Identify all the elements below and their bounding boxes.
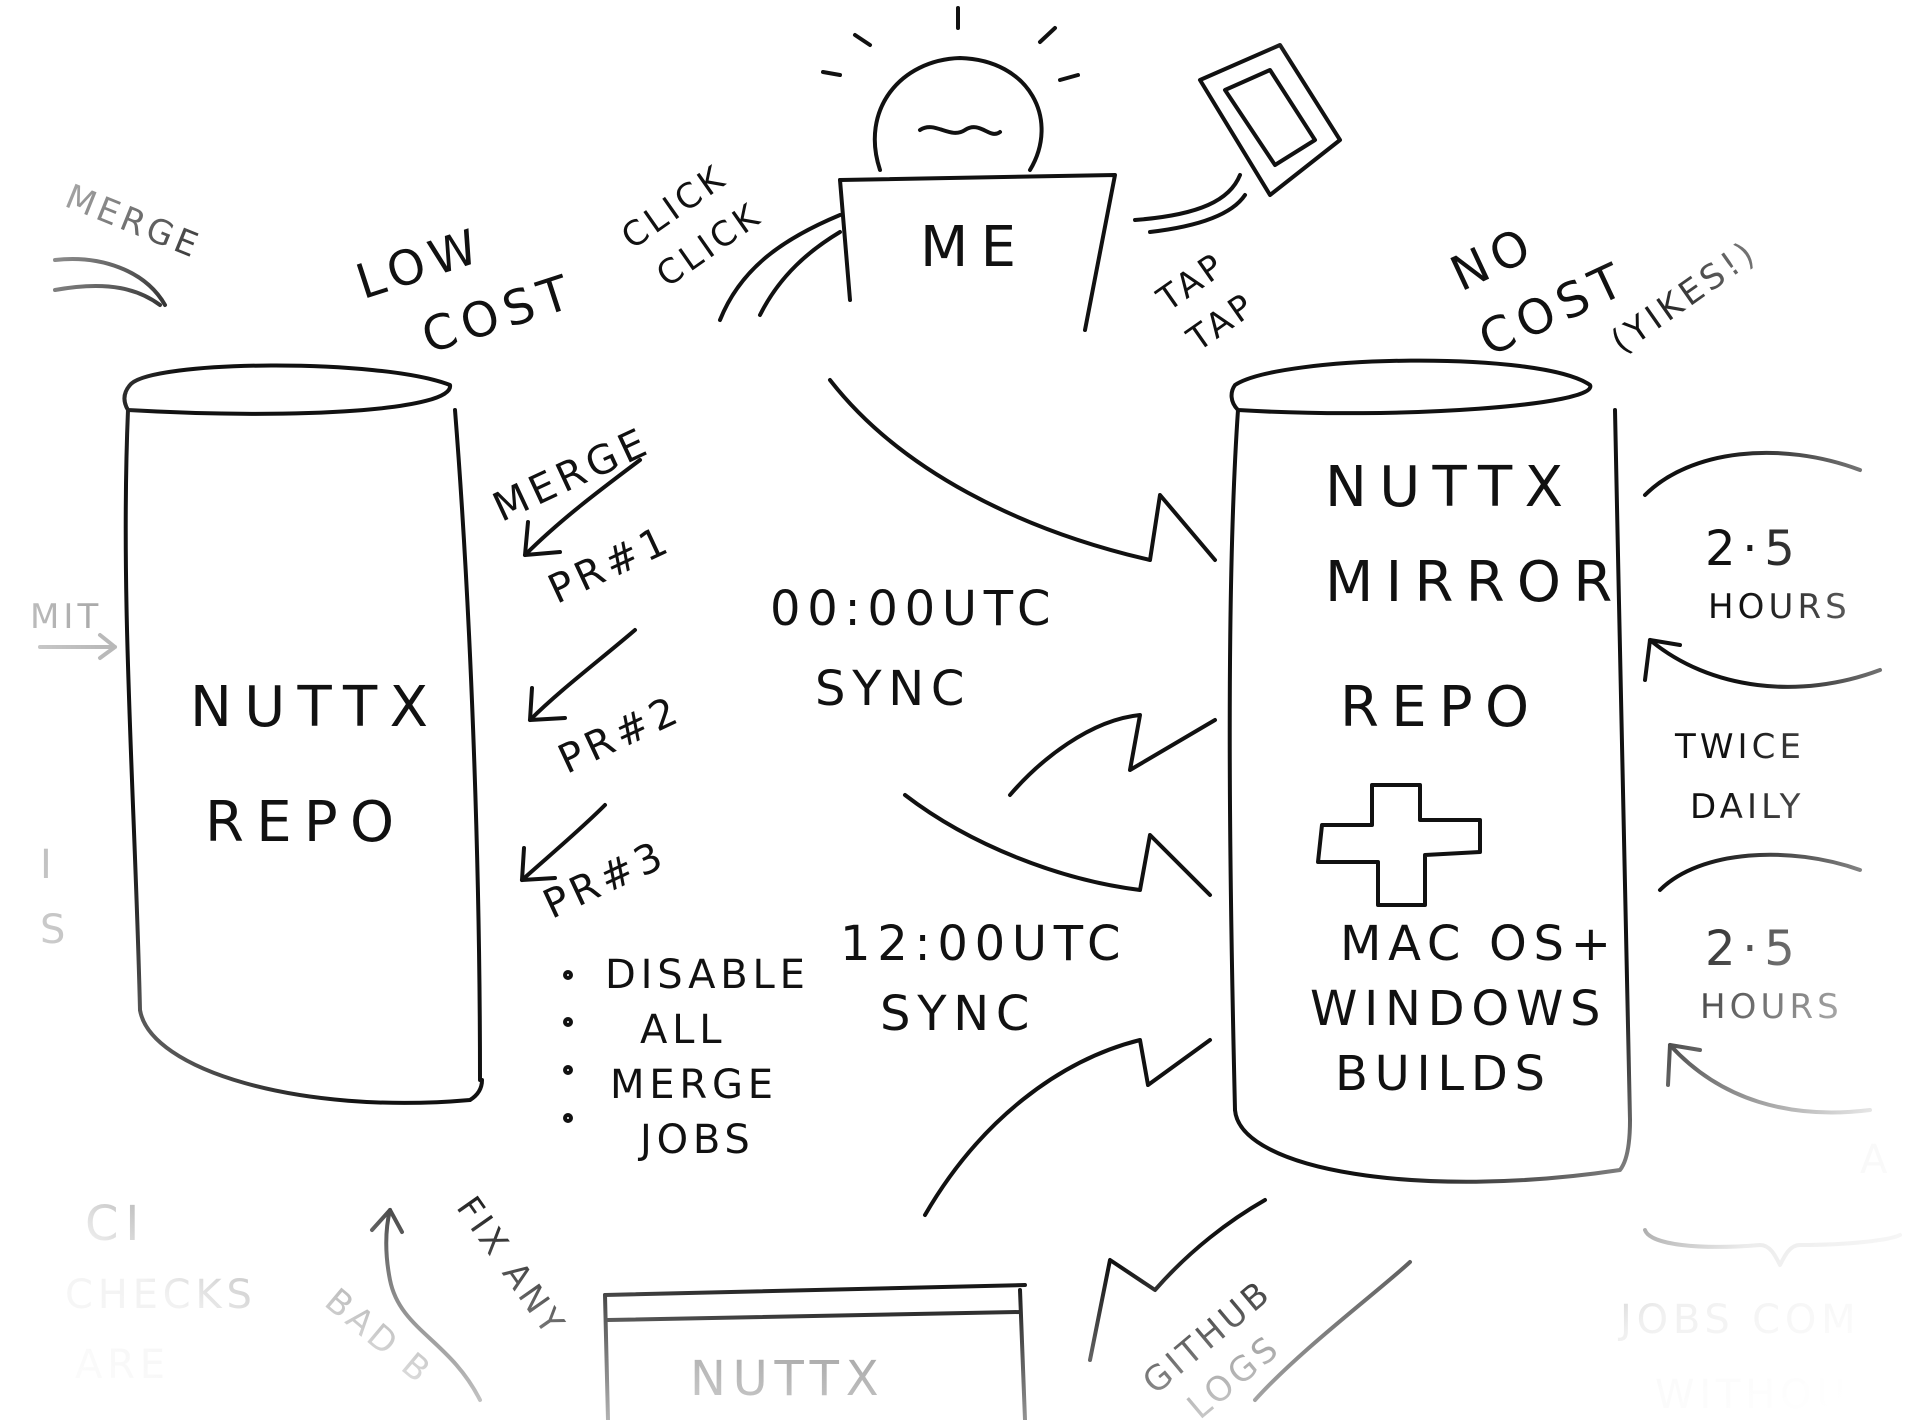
mirror-line-6: BUILDS [1335,1046,1552,1102]
checks-label: CHECKS [65,1272,257,1318]
nuttx-repo-subtitle: REPO [205,790,407,855]
hours-2-value: 2·5 [1705,921,1802,977]
edge-a-label: A [1860,1137,1893,1183]
hours-1-value: 2·5 [1705,521,1802,577]
me-head-icon [821,6,1080,172]
merge-jobs-label: MERGE [610,1062,778,1108]
hours-2-label: HOURS [1700,987,1843,1027]
disable-label: DISABLE [605,952,810,998]
are-label: ARE [75,1342,170,1388]
nuttx-repo-title: NUTTX [190,675,441,740]
nuttx-bottom-label: NUTTX [690,1351,886,1407]
mirror-line-4: MAC OS+ [1340,916,1618,972]
withou-label: WITHOU [1655,1372,1851,1418]
mirror-line-3: REPO [1340,675,1542,740]
hours-1-label: HOURS [1708,587,1851,627]
jobs-com-label: JOBS COM [1620,1297,1861,1343]
me-label: ME [920,215,1029,280]
twice-label: TWICE [1675,727,1806,767]
sync-time-2: 12:00UTC [840,916,1128,972]
mirror-line-1: NUTTX [1325,455,1576,520]
sync-time-1: 00:00UTC [770,581,1058,637]
ci-label: CI [85,1196,147,1252]
edge-mit-label: MIT [30,597,103,637]
mirror-line-2: MIRROR [1325,550,1625,615]
all-label: ALL [640,1007,727,1053]
jobs-label: JOBS [640,1117,755,1163]
sync-label-1: SYNC [815,661,972,717]
mirror-line-5: WINDOWS [1310,981,1608,1037]
phone-icon [1198,43,1342,197]
edge-i-label: I [40,842,57,888]
daily-label: DAILY [1690,787,1805,827]
edge-s-label: S [40,907,71,953]
sync-label-2: SYNC [880,986,1037,1042]
